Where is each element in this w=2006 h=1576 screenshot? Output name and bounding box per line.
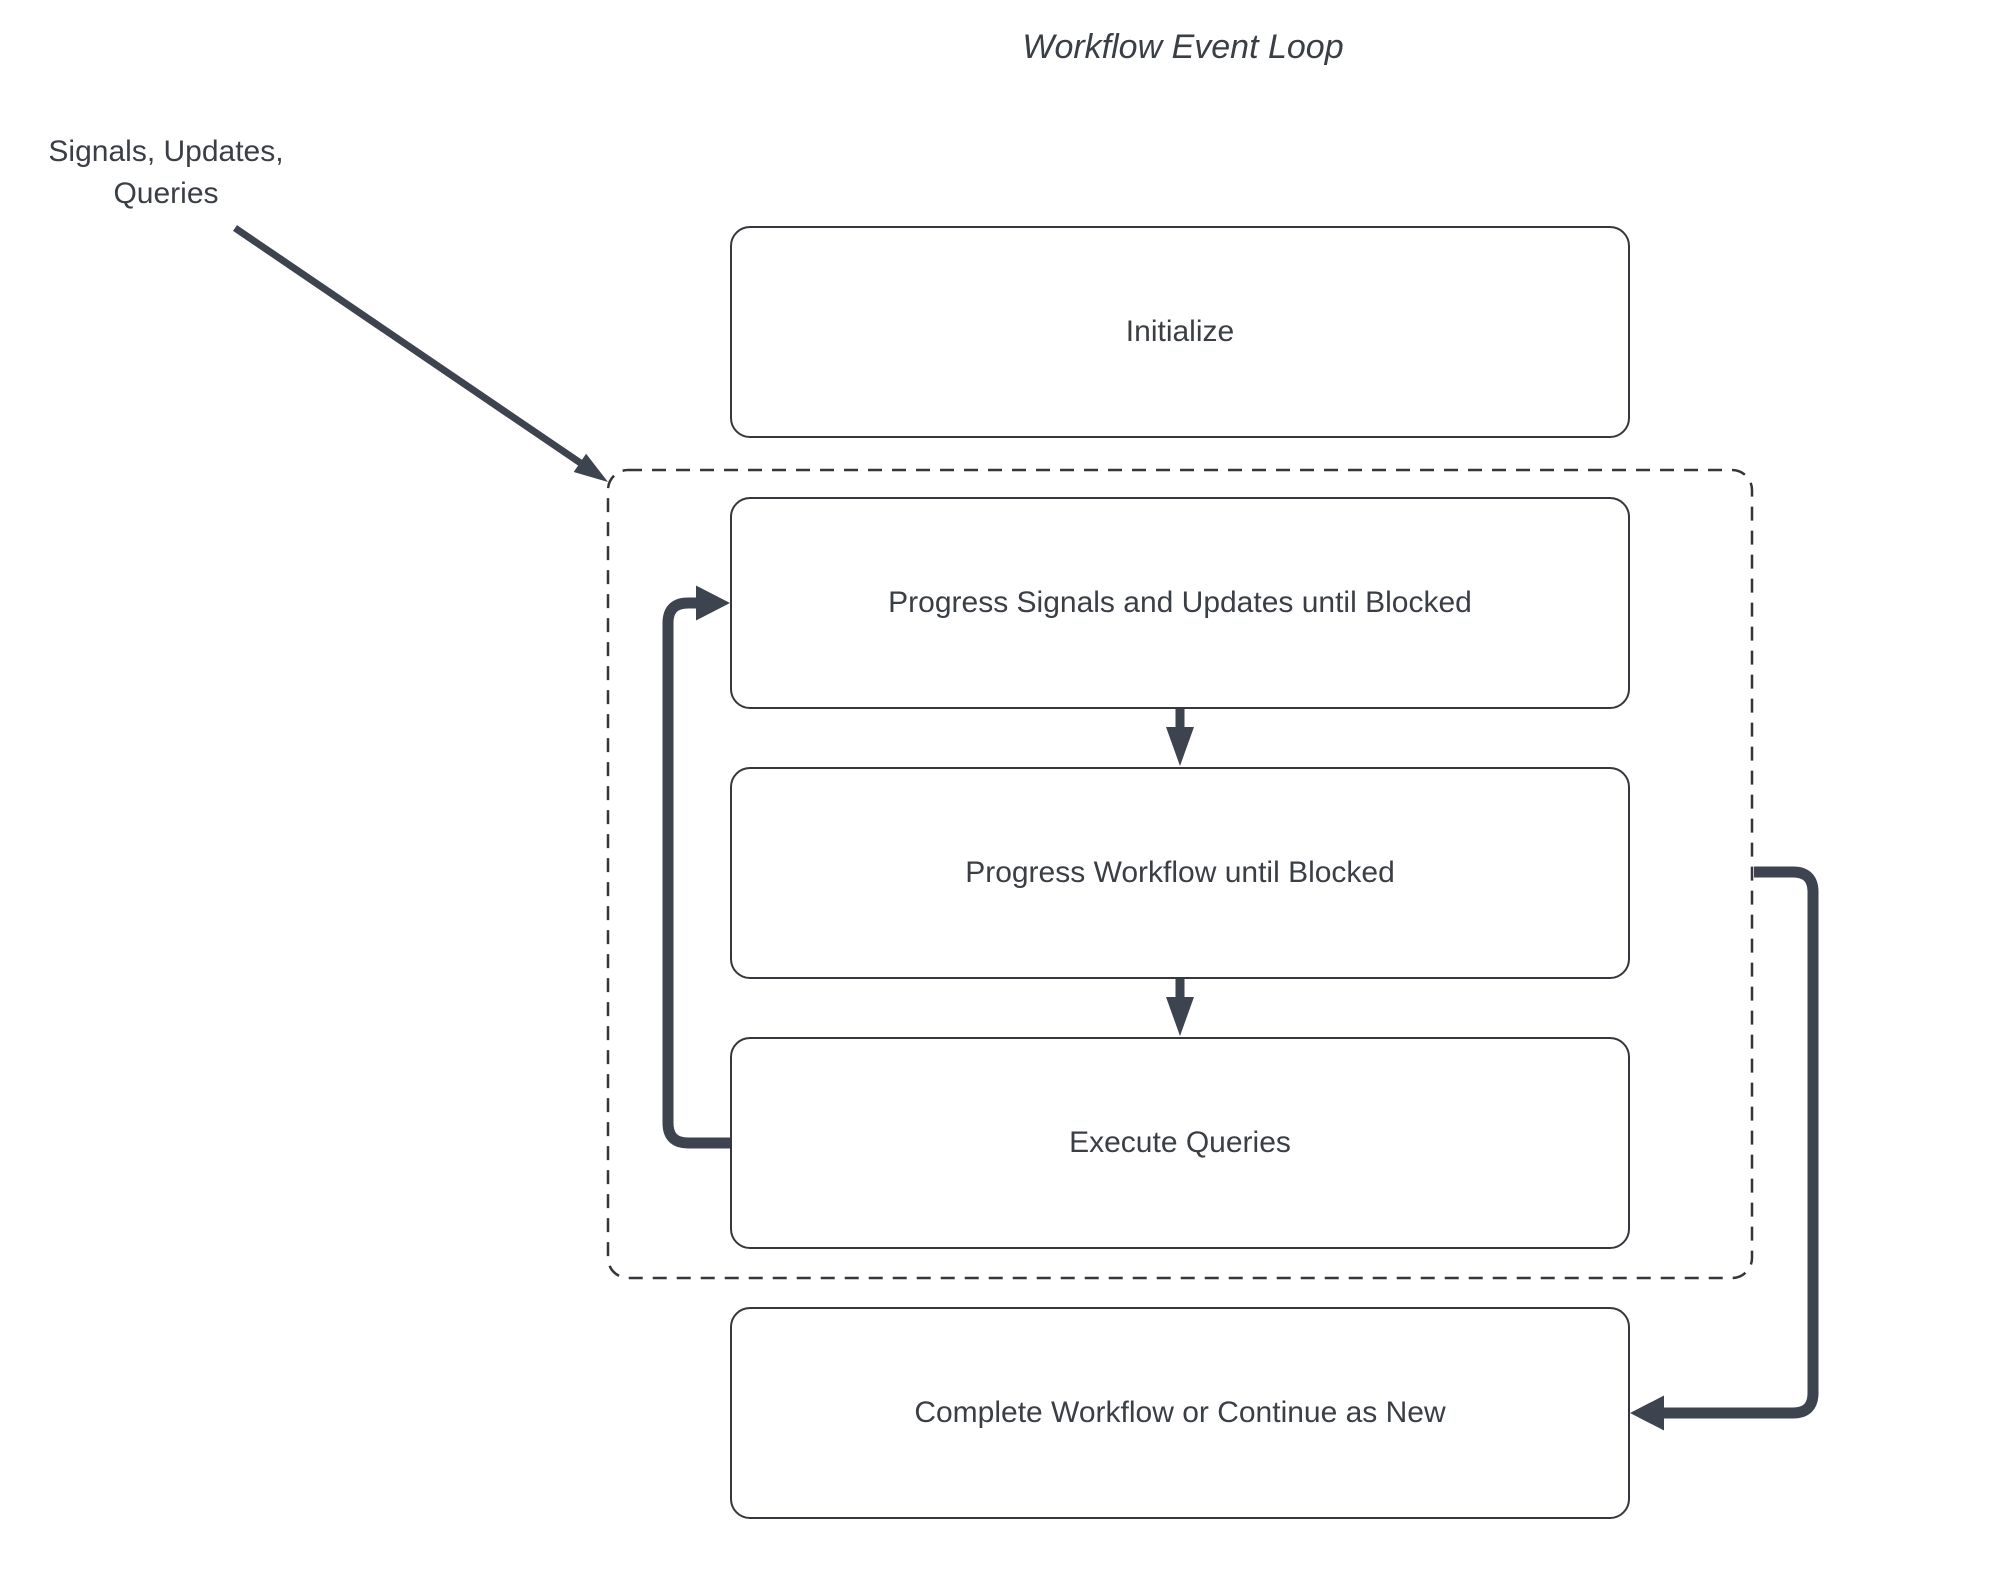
node-execute-queries: Execute Queries: [730, 1037, 1630, 1249]
node-complete-workflow-label: Complete Workflow or Continue as New: [914, 1396, 1446, 1429]
node-progress-signals: Progress Signals and Updates until Block…: [730, 497, 1630, 709]
node-initialize-label: Initialize: [1125, 315, 1235, 348]
node-progress-workflow: Progress Workflow until Blocked: [730, 767, 1630, 979]
signals-updates-queries-label: Signals, Updates, Queries: [48, 135, 284, 210]
arrow-workflow-to-queries-head: [1166, 997, 1194, 1036]
exit-to-complete-arrowhead: [1630, 1395, 1664, 1431]
node-progress-signals-label: Progress Signals and Updates until Block…: [888, 586, 1472, 619]
arrow-signals-to-workflow: [1166, 708, 1194, 766]
arrow-workflow-to-queries: [1166, 978, 1194, 1036]
loop-back-arrowhead: [696, 585, 730, 621]
arrow-signals-to-workflow-head: [1166, 727, 1194, 766]
exit-to-complete-arrow: [1630, 866, 1819, 1431]
signals-to-loop-arrowhead: [573, 453, 608, 482]
node-execute-queries-label: Execute Queries: [1069, 1126, 1291, 1159]
node-initialize: Initialize: [730, 226, 1630, 438]
node-complete-workflow: Complete Workflow or Continue as New: [730, 1307, 1630, 1519]
node-progress-workflow-label: Progress Workflow until Blocked: [965, 856, 1395, 889]
loop-back-arrow: [662, 585, 730, 1149]
signals-to-loop-arrow: [233, 225, 608, 482]
diagram-title: Workflow Event Loop: [1022, 28, 1344, 66]
